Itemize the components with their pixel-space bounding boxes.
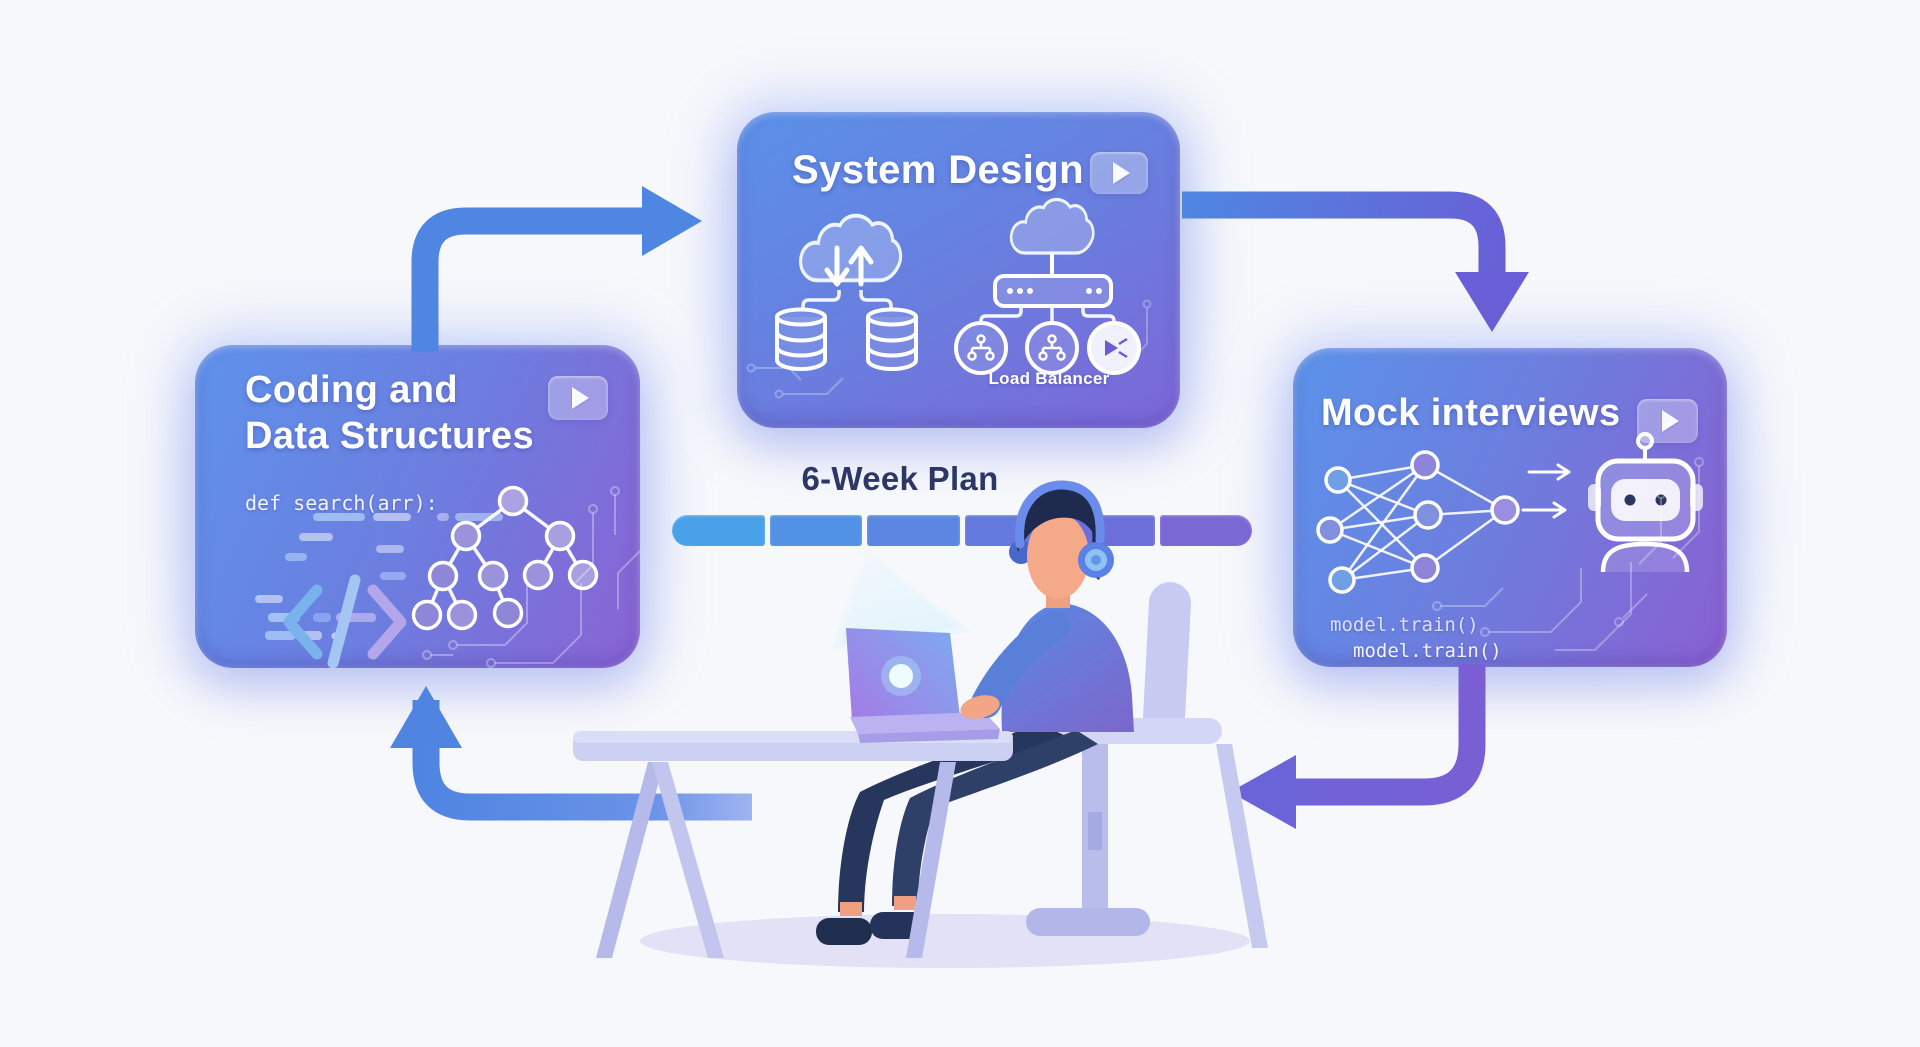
laptop-lid	[846, 628, 960, 721]
person-hand	[960, 695, 1000, 719]
person-legs	[816, 724, 1098, 945]
progress-segment-6	[1159, 515, 1252, 546]
code-model-train-line2: model.train()	[1353, 640, 1502, 662]
play-triangle-icon	[1113, 162, 1130, 184]
person-arm	[960, 610, 1070, 719]
chair	[1026, 582, 1268, 948]
headphone-right-cup-icon	[1078, 542, 1114, 578]
shoe	[870, 912, 926, 939]
neural-network-icon	[1316, 450, 1571, 594]
progress-segment-5	[1062, 515, 1155, 546]
screen-glow-beam	[832, 546, 972, 650]
robot-icon	[1588, 432, 1703, 573]
hierarchy-node-icon	[1025, 321, 1079, 375]
database-icons	[775, 307, 918, 371]
card-title-coding-line1: Coding and	[245, 369, 458, 411]
progress-segment-3	[867, 515, 960, 546]
laptop-logo-glow	[889, 664, 913, 688]
desk	[573, 731, 1013, 958]
load-balancer-label: Load Balancer	[988, 369, 1110, 388]
broadcast-node-icon	[1087, 321, 1141, 375]
card-mock-interviews[interactable]: Mock interviews	[1293, 348, 1727, 667]
progress-segment-4	[964, 515, 1057, 546]
arrow-mock-to-center-icon	[1230, 664, 1486, 829]
binary-tree-icon	[411, 485, 599, 631]
coding-card-illustration	[255, 485, 640, 668]
play-icon[interactable]	[1090, 152, 1148, 194]
person-torso	[1001, 603, 1134, 732]
circuit-traces	[1432, 457, 1704, 651]
code-dash-lines	[255, 513, 503, 640]
mock-interviews-illustration	[1316, 432, 1704, 651]
six-week-plan-label: 6-Week Plan	[801, 460, 999, 497]
system-design-illustration	[746, 197, 1152, 399]
database-icon	[775, 307, 827, 371]
hierarchy-node-icon	[954, 321, 1008, 375]
play-icon[interactable]	[548, 376, 608, 420]
load-balancer-icon	[979, 197, 1116, 324]
card-title-coding-line2: Data Structures	[245, 415, 534, 458]
database-icon	[866, 307, 918, 371]
card-title-coding: Coding and Data Structures	[245, 367, 534, 460]
laptop-base	[850, 712, 1000, 734]
floor-shadow	[640, 914, 1250, 968]
play-triangle-icon	[1661, 410, 1679, 432]
cloud-sync-icon	[798, 213, 903, 310]
code-brackets-icon	[283, 574, 407, 668]
code-snippet-def-search: def search(arr):	[245, 491, 438, 515]
circuit-traces	[746, 299, 1152, 399]
shoe	[816, 918, 872, 945]
card-title-mock-interviews: Mock interviews	[1321, 392, 1621, 434]
play-triangle-icon	[572, 387, 589, 409]
arrow-right-icon	[1521, 463, 1571, 519]
arrow-center-to-coding-icon	[390, 686, 752, 821]
circuit-traces	[422, 486, 640, 668]
progress-segment-2	[769, 515, 862, 546]
server-node-icons	[954, 321, 1141, 375]
code-model-train-line1: model.train()	[1330, 614, 1479, 636]
card-coding-and-data-structures[interactable]: Coding and Data Structures def search(ar…	[195, 345, 640, 668]
six-week-progress-bar	[672, 515, 1252, 546]
card-title-system-design: System Design	[792, 148, 1084, 192]
arrow-system-to-mock-icon	[1182, 191, 1529, 332]
arrow-coding-to-system-icon	[411, 186, 702, 352]
laptop	[832, 546, 1000, 743]
progress-segment-1	[672, 515, 765, 546]
card-system-design[interactable]: System Design	[737, 112, 1180, 428]
